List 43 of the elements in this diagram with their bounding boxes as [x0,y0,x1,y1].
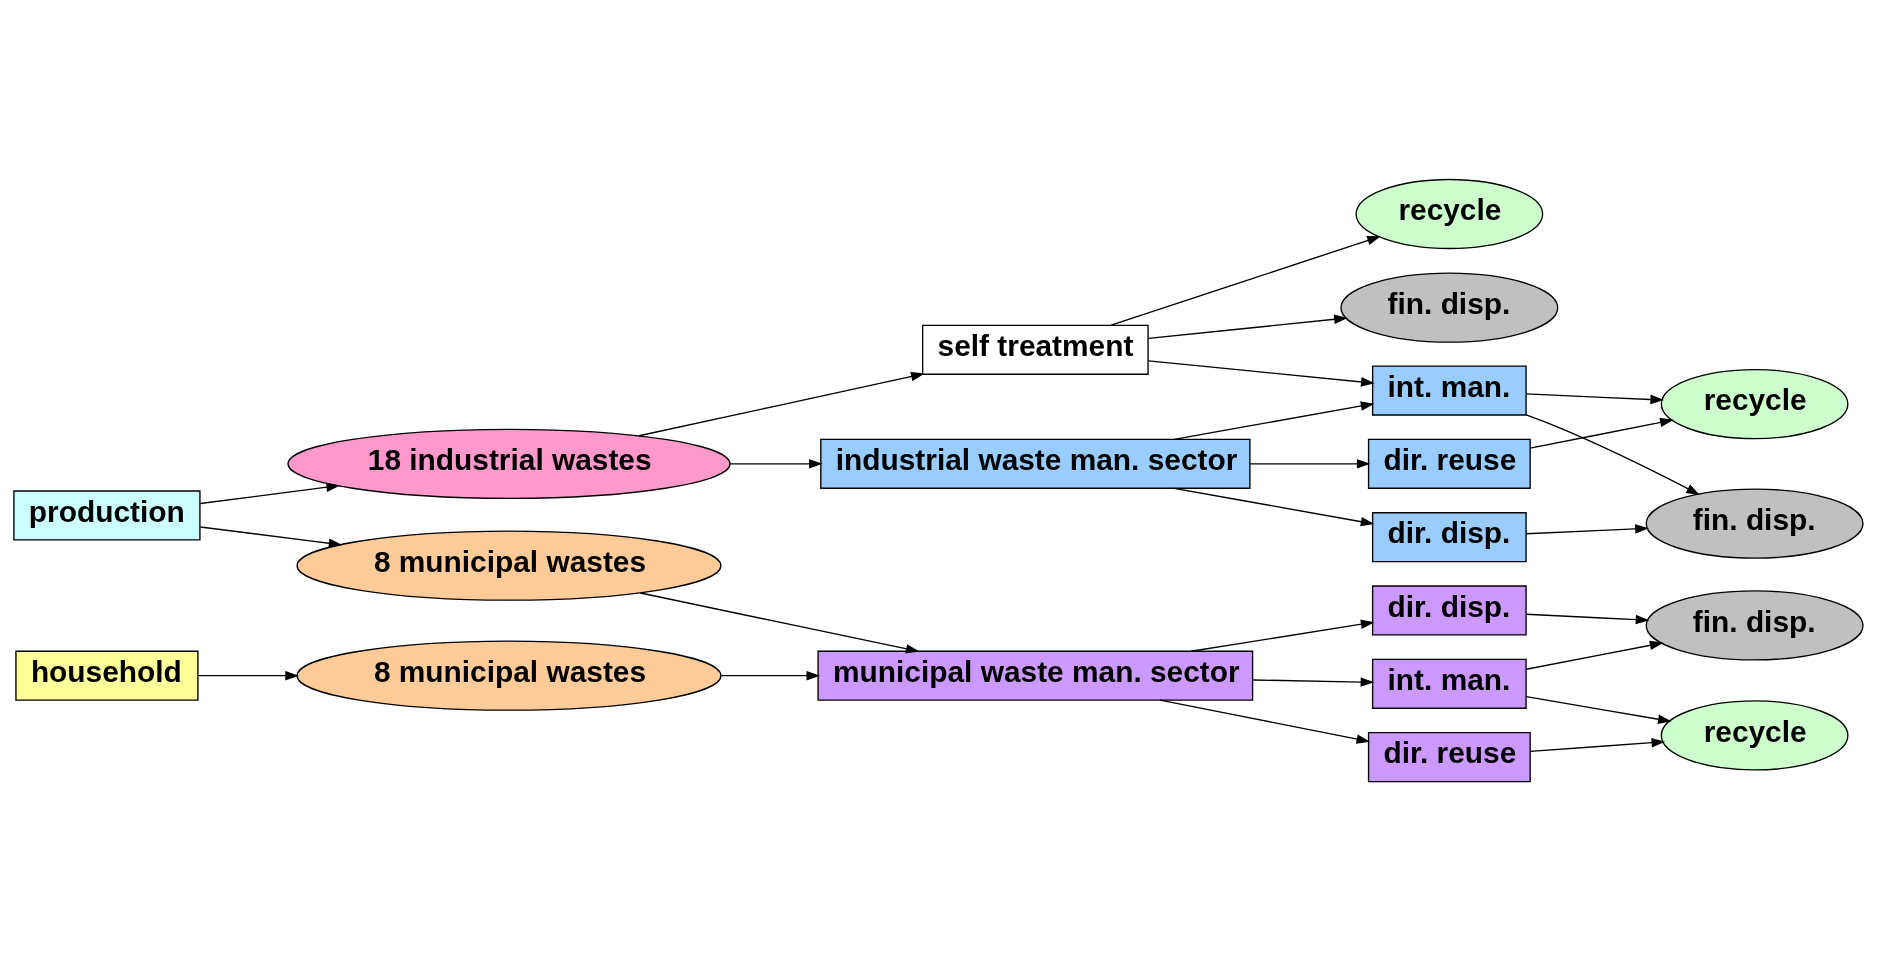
arrow [638,371,925,437]
arrow [1525,524,1649,535]
node-ellipse: recycle [1355,178,1544,250]
arrow [729,459,823,469]
arrow [1529,737,1666,753]
arrow [720,670,821,681]
node-ellipse: fin. disp. [1340,272,1559,343]
node-ellipse: 8 municipal wastes [296,530,722,601]
arrow [1525,393,1664,405]
node-box: self treatment [921,324,1149,375]
arrow [199,526,343,548]
arrow [1525,613,1650,625]
node-box: dir. disp. [1371,585,1527,636]
node-box: dir. disp. [1371,512,1527,563]
node-box: dir. reuse [1367,732,1531,783]
node-ellipse: recycle [1660,700,1849,771]
arrow [1249,459,1371,469]
arrow [1190,619,1375,652]
node-ellipse: fin. disp. [1645,488,1864,559]
node-box: household [15,650,199,701]
node-box: municipal waste man. sector [817,650,1254,701]
arrow [1147,360,1375,387]
arrow [1525,640,1664,670]
node-box: dir. reuse [1367,438,1531,489]
arrow [1159,699,1371,744]
arrow [1173,401,1375,440]
node-box: production [13,490,201,541]
arrow [1529,417,1674,449]
node-ellipse: 18 industrial wastes [287,428,731,499]
arrow [1110,235,1381,326]
node-ellipse: 8 municipal wastes [296,640,722,711]
arrow [639,592,920,654]
node-box: industrial waste man. sector [820,438,1251,489]
arrow [1252,677,1375,687]
node-box: int. man. [1371,365,1527,416]
arrow [199,482,340,505]
node-ellipse: fin. disp. [1645,590,1864,661]
arrow [1147,314,1348,339]
arrow [197,670,299,681]
arrow [1173,487,1375,527]
arrow [1525,696,1672,724]
arrow [1525,414,1700,495]
node-box: int. man. [1371,658,1527,709]
